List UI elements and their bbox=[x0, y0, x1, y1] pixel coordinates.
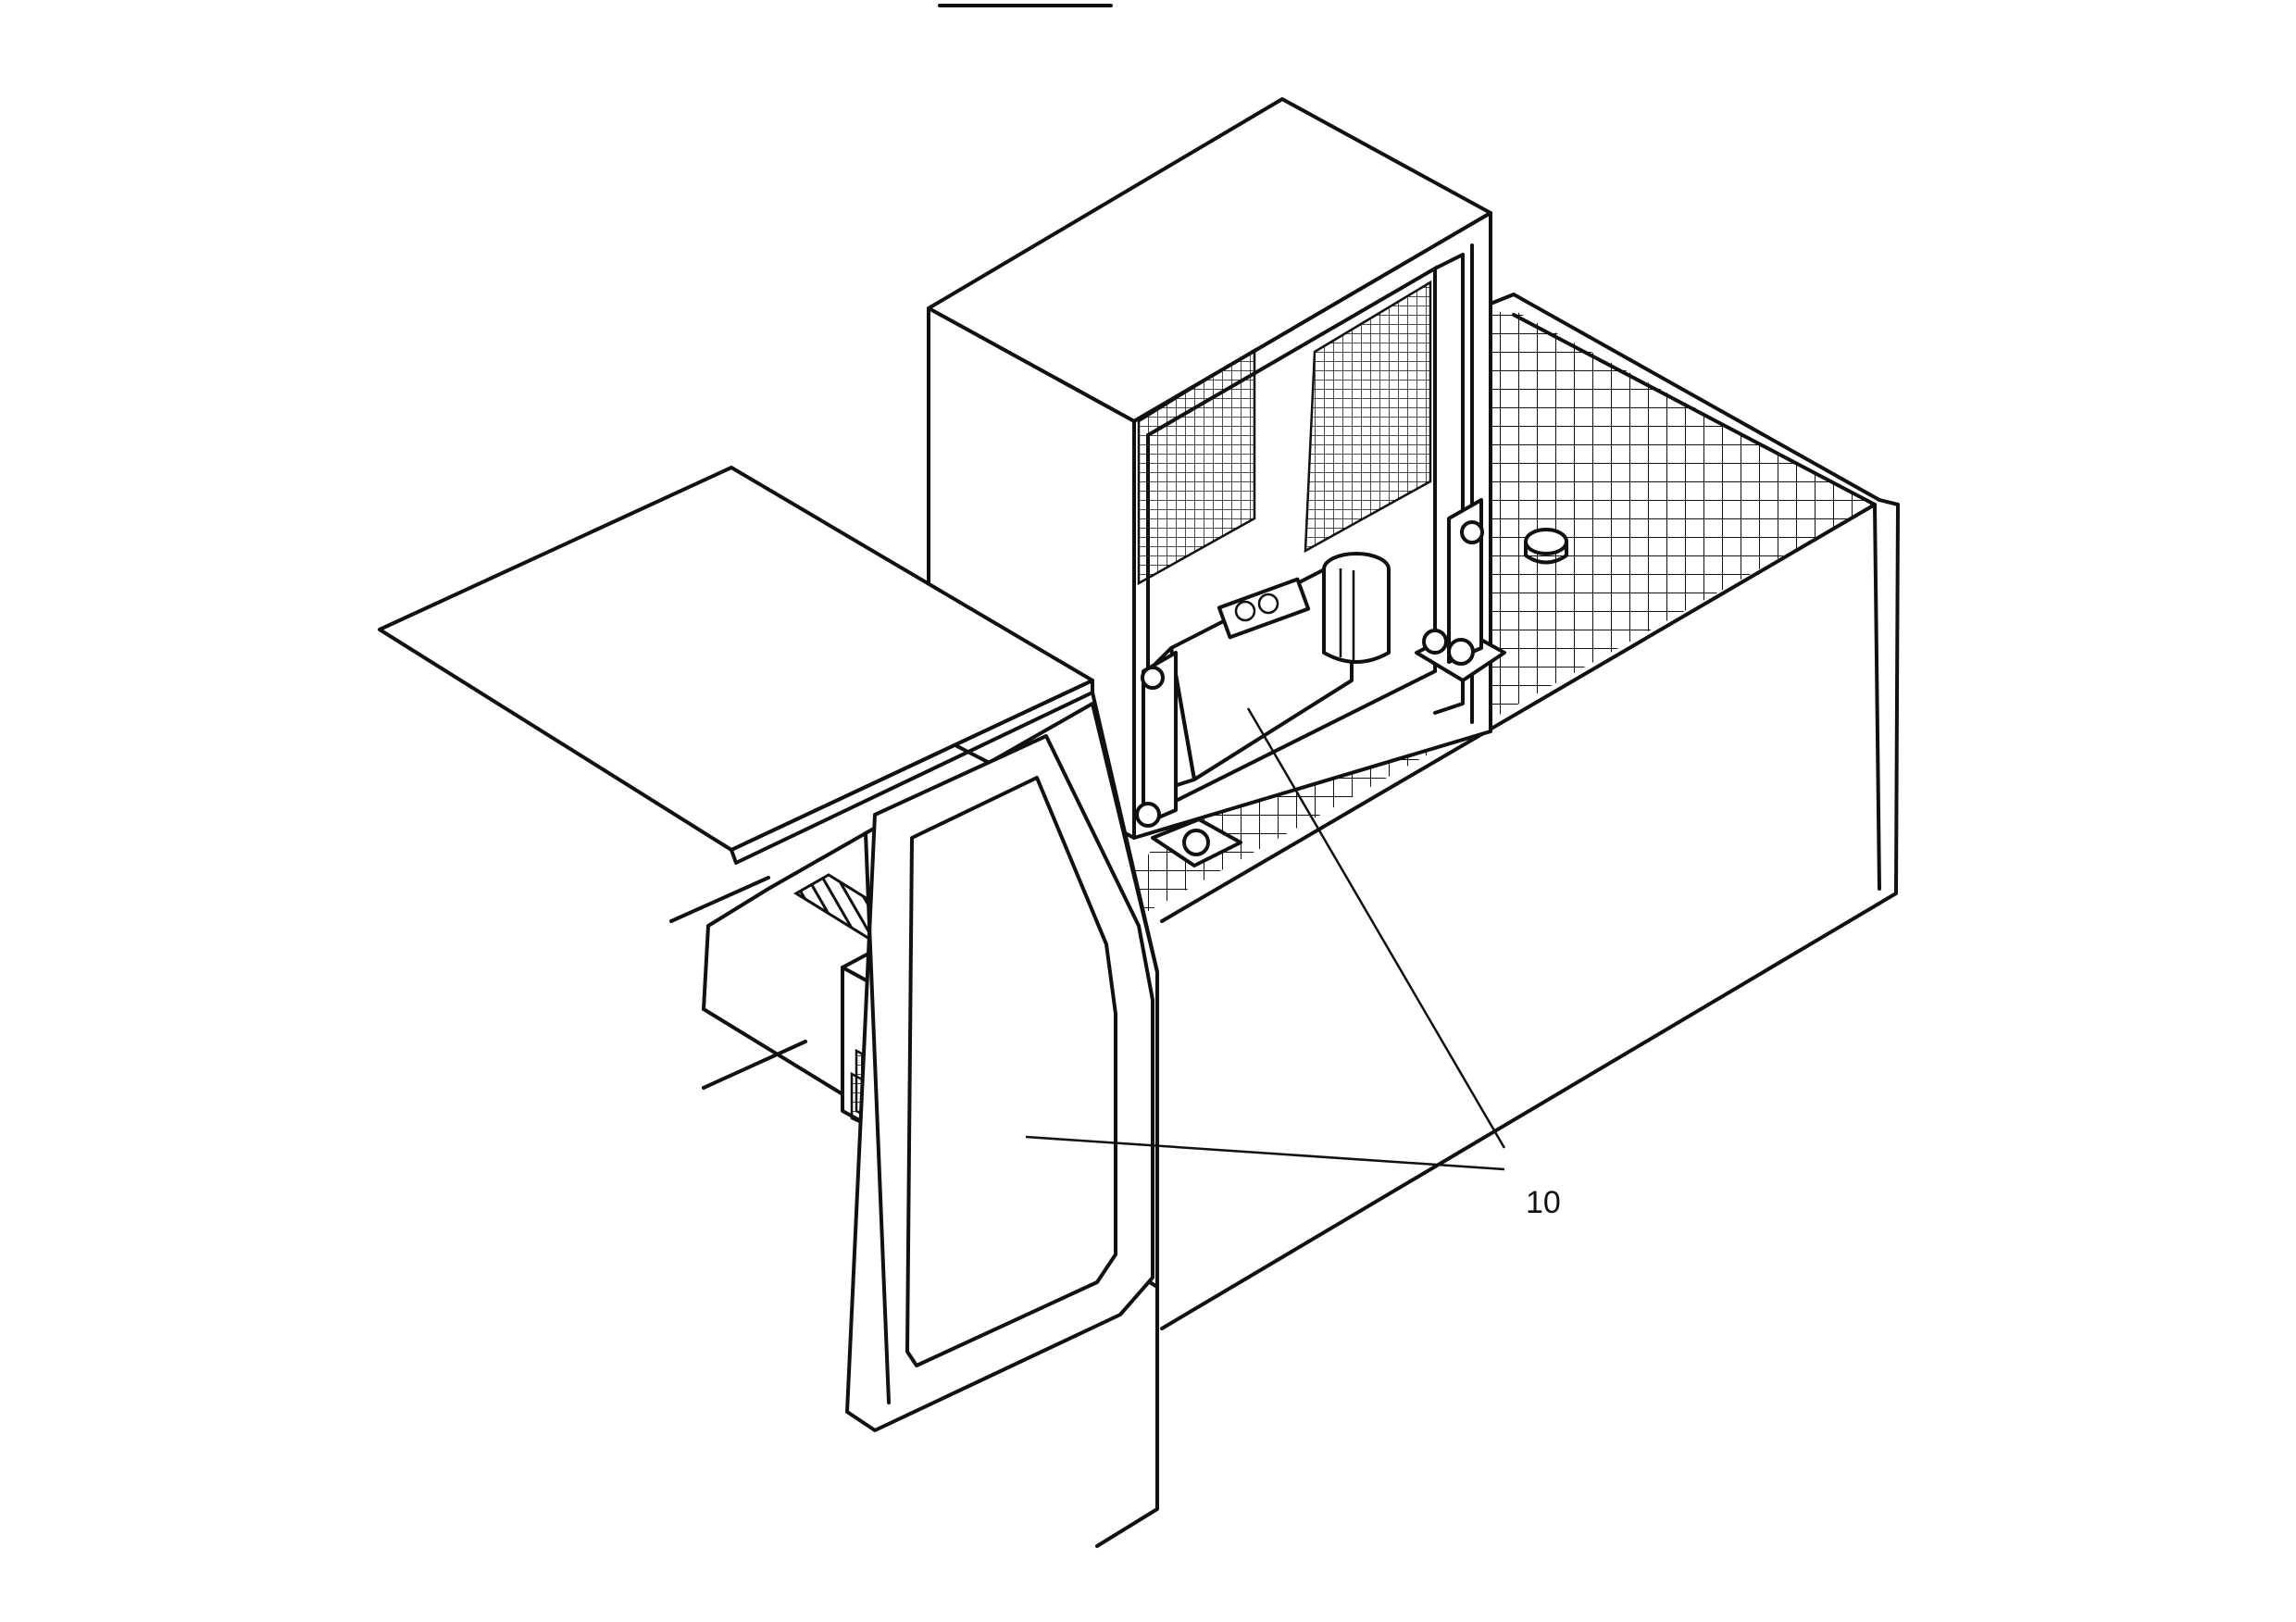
grating-front-edge bbox=[1160, 503, 1877, 923]
grating-rim-inner bbox=[1512, 313, 1877, 506]
cab-door bbox=[845, 734, 1154, 1432]
grating-rim-back bbox=[1484, 293, 1881, 502]
mounting-bracket-right bbox=[1415, 498, 1506, 682]
mounting-bracket-left bbox=[1135, 651, 1242, 867]
terminal-block bbox=[1217, 577, 1311, 640]
cab-side-wall bbox=[1091, 691, 1159, 1548]
filler-cap-side bbox=[1524, 540, 1568, 565]
base-right-corner bbox=[1873, 503, 1881, 891]
mesh-panel-left bbox=[1137, 347, 1256, 586]
frame-channel-right bbox=[1433, 253, 1465, 715]
electrical-cabinet bbox=[927, 97, 1506, 867]
leader-line-cabinet bbox=[1246, 707, 1506, 1149]
leader-line-cab bbox=[1025, 1135, 1505, 1171]
cab-housing bbox=[378, 466, 1159, 1548]
mesh-panel-right bbox=[1304, 280, 1432, 554]
callout-number: 10 bbox=[1526, 1185, 1561, 1220]
capacitor-component bbox=[1322, 552, 1391, 664]
filler-cap bbox=[1524, 528, 1568, 555]
interior-edge-upper bbox=[669, 876, 770, 923]
callout-leaders bbox=[1025, 707, 1506, 1171]
base-front-edge bbox=[1160, 498, 1900, 1330]
door-hinge-edge bbox=[864, 831, 891, 1404]
interior-edge-lower bbox=[702, 1040, 807, 1090]
